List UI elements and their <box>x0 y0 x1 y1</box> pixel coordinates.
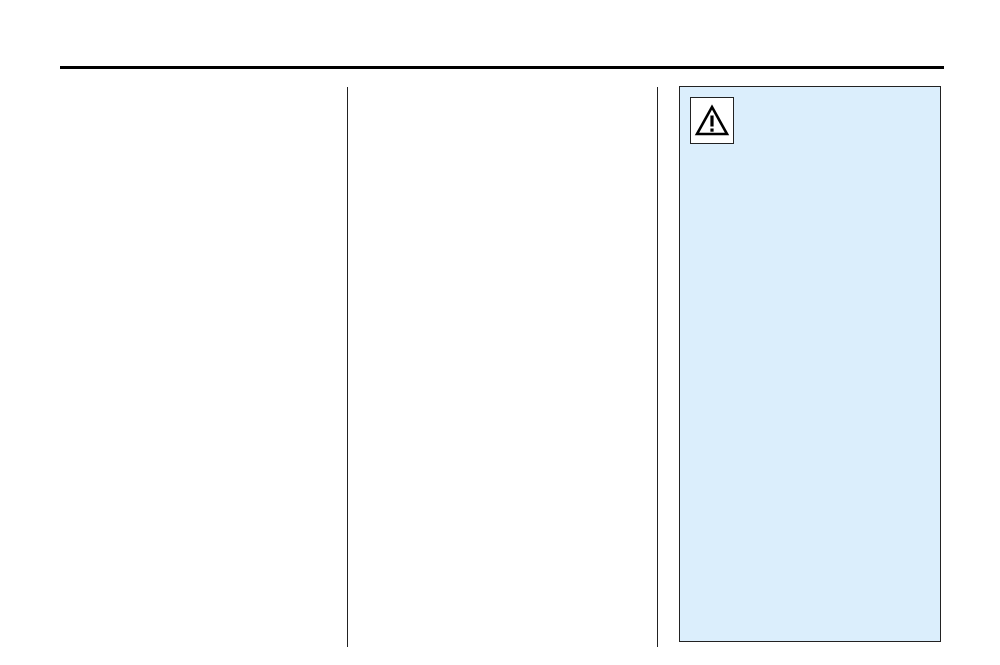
warning-triangle-icon <box>694 103 730 135</box>
column-divider-right <box>657 87 658 647</box>
middle-column <box>360 87 645 642</box>
left-column <box>60 87 335 642</box>
warning-box <box>679 86 941 642</box>
warning-icon-frame <box>690 97 734 144</box>
header-rule <box>60 66 942 69</box>
header-rule-end-dot <box>941 66 944 69</box>
column-divider-left <box>347 87 348 647</box>
